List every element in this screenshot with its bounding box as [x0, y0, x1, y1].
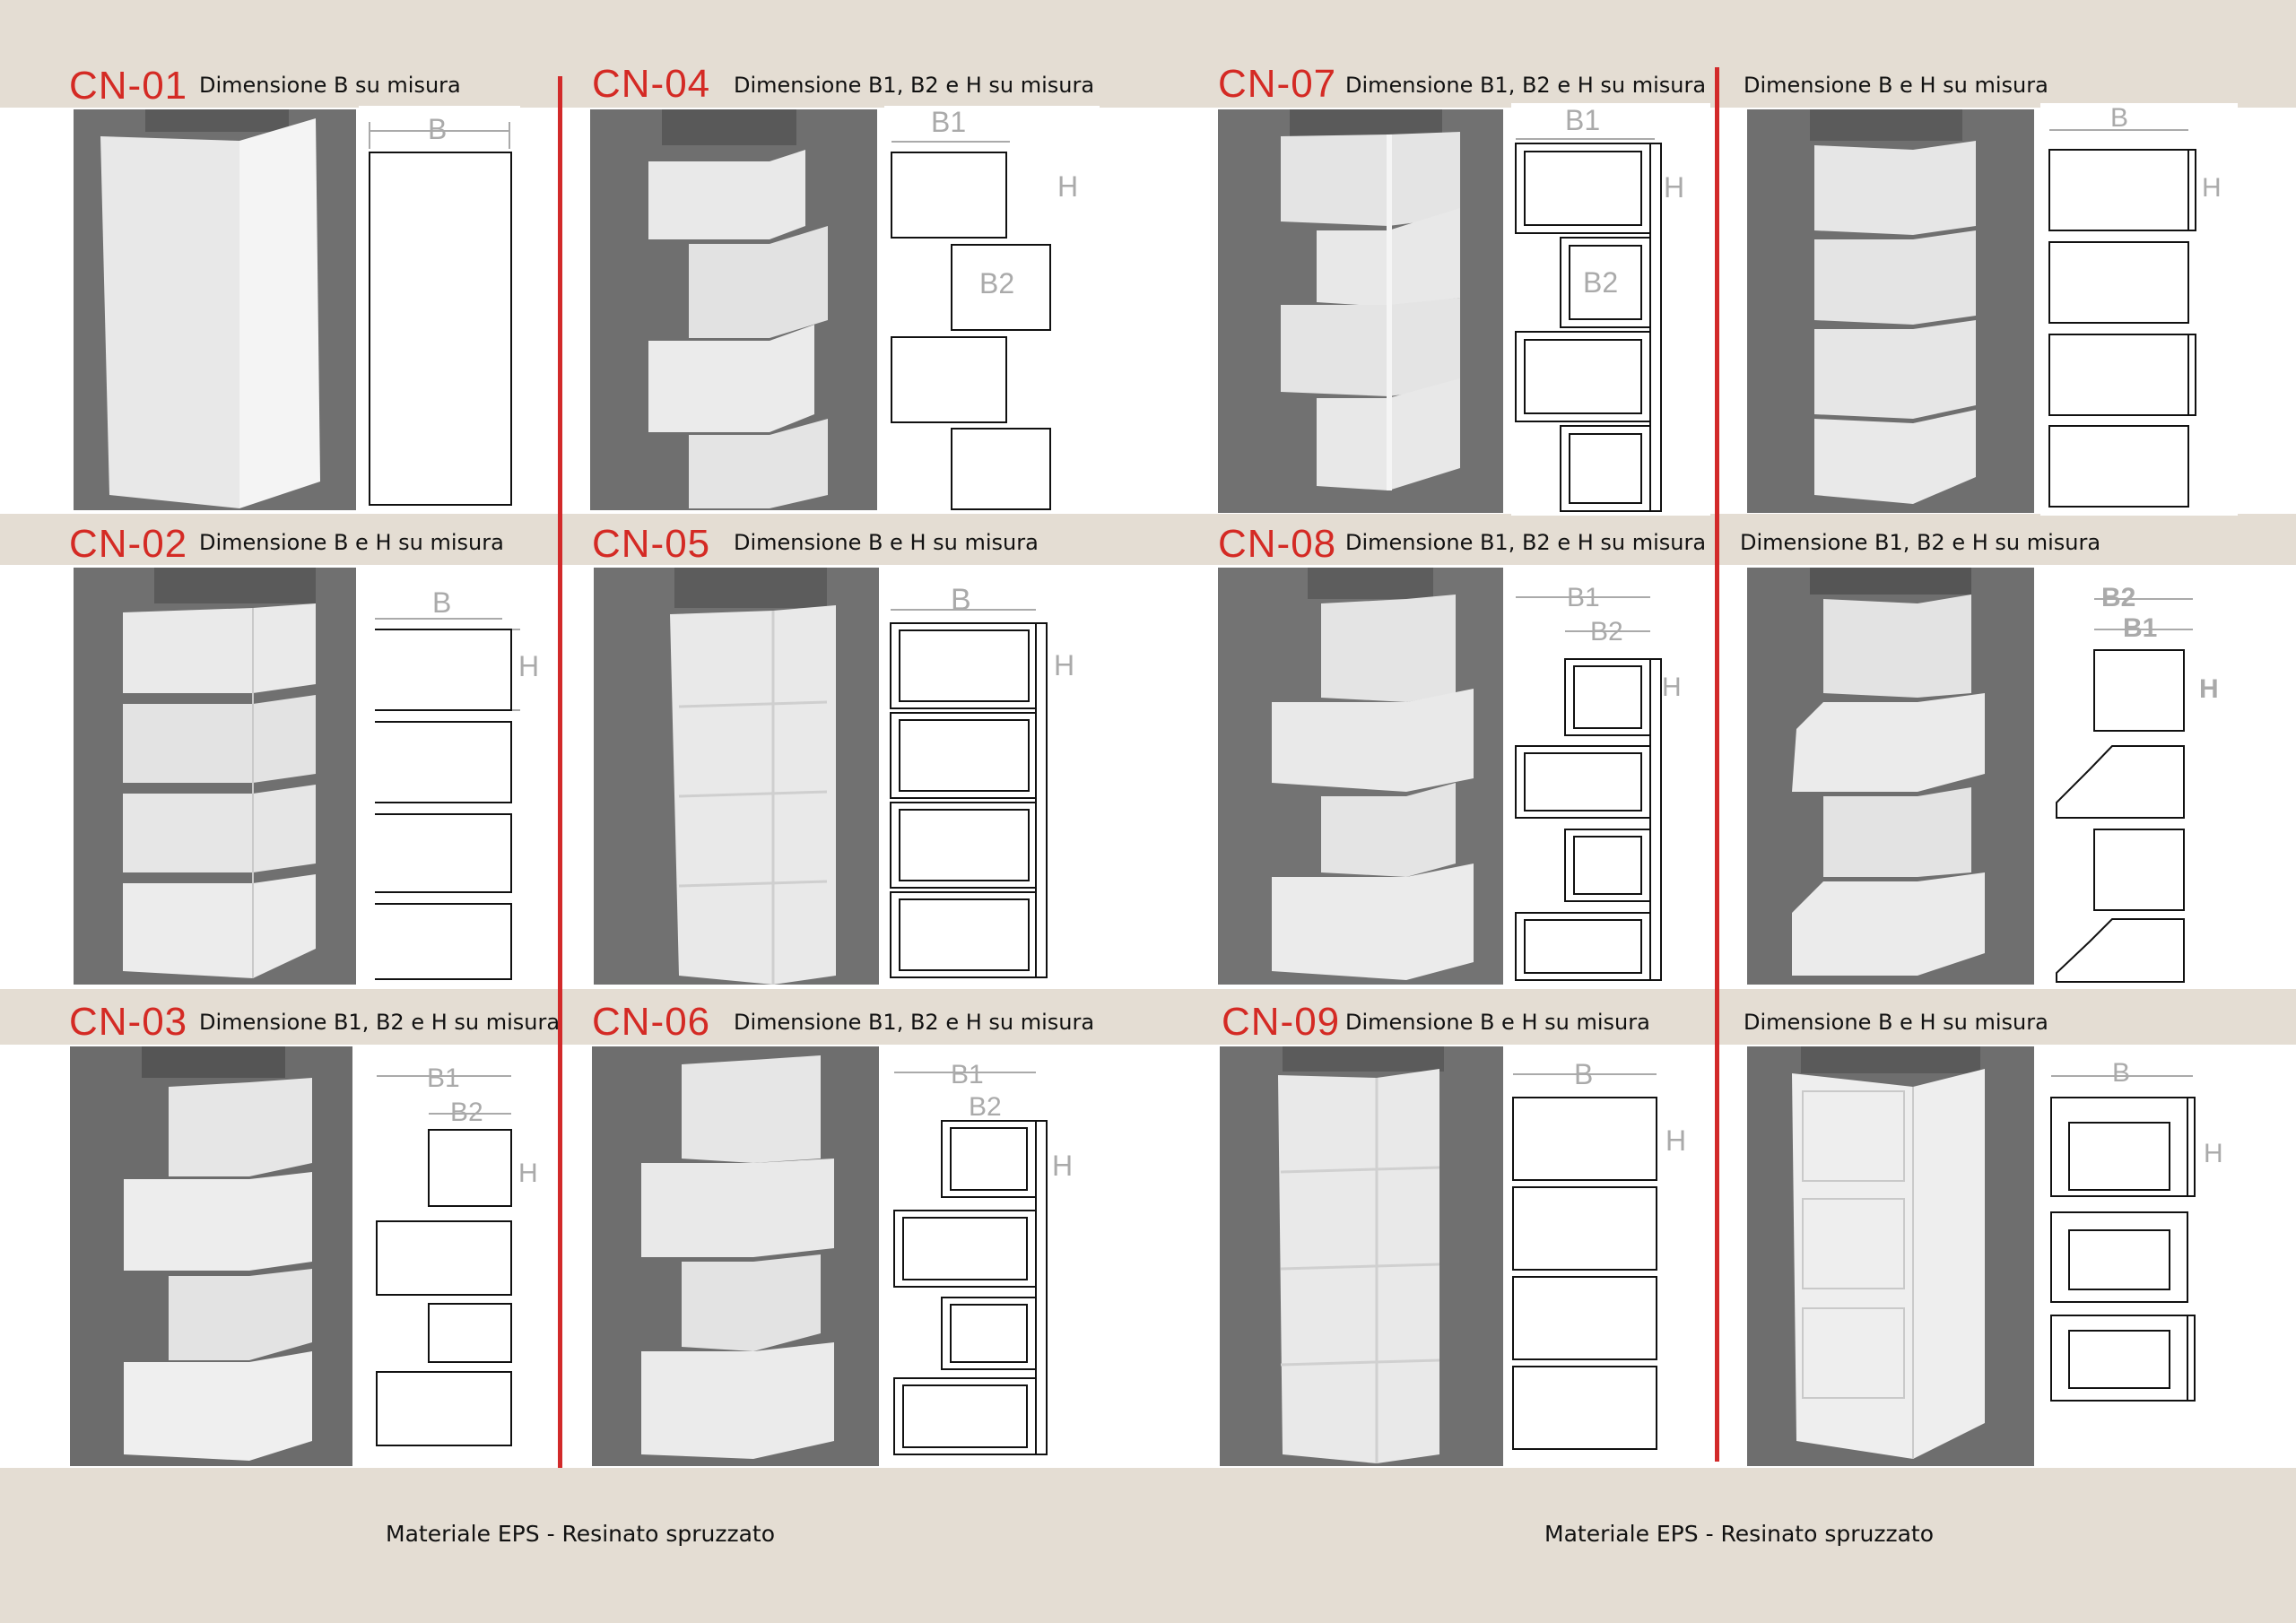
product-description: Dimensione B e H su misura [199, 530, 504, 555]
dimension-label: H [1662, 673, 1682, 702]
dimension-label: B [428, 113, 448, 145]
dimension-label: B2 [1583, 266, 1619, 299]
footer-material-right: Materiale EPS - Resinato spruzzato [1544, 1521, 1935, 1547]
divider-right [1715, 67, 1719, 1462]
product-description: Dimensione B e H su misura [1744, 73, 2048, 98]
dimension-label: H [1664, 171, 1685, 204]
product-code: CN-01 [69, 64, 188, 108]
technical-drawing-6: B H [2040, 1051, 2238, 1463]
product-description: Dimensione B1, B2 e H su misura [199, 1010, 561, 1035]
header-band-1 [0, 0, 2296, 108]
dimension-label: B [2110, 103, 2129, 133]
dimension-label: B2 [450, 1098, 483, 1127]
technical-drawing-cn04: B1 H B2 [884, 106, 1100, 514]
product-photo-cn08 [1218, 568, 1503, 985]
dimension-label: B1 [931, 106, 967, 138]
product-photo-cn06 [592, 1046, 879, 1466]
dimension-label: B [951, 583, 971, 617]
product-photo-cn05 [594, 568, 879, 985]
dimension-label: B2 [1590, 617, 1623, 647]
product-code: CN-04 [592, 62, 711, 106]
dimension-label: B [432, 586, 452, 619]
technical-drawing-cn03: B1 B2 H [359, 1051, 538, 1463]
product-description: Dimensione B1, B2 e H su misura [1740, 530, 2101, 555]
dimension-label: B1 [427, 1063, 460, 1093]
technical-drawing-5: B2 B1 H [2040, 574, 2238, 986]
product-code: CN-06 [592, 1000, 711, 1044]
technical-drawing-cn09: B H [1509, 1051, 1710, 1463]
technical-drawing-cn05: B H [883, 574, 1090, 986]
technical-drawing-cn02: B H [359, 574, 539, 986]
dimension-label: H [518, 1159, 538, 1188]
technical-drawing-cn06: B1 B2 H [883, 1051, 1090, 1463]
dimension-label: H [2204, 1139, 2223, 1168]
technical-drawing-4: B H [2040, 103, 2238, 516]
product-description: Dimensione B1, B2 e H su misura [734, 73, 1095, 98]
product-code: CN-05 [592, 522, 711, 566]
product-photo-cn01 [74, 109, 356, 510]
product-photo-5 [1747, 568, 2034, 985]
dimension-label: H [1052, 1150, 1074, 1182]
dimension-label: H [2202, 173, 2222, 203]
product-description: Dimensione B e H su misura [1744, 1010, 2048, 1035]
dimension-label: B2 [2101, 583, 2136, 612]
dimension-label: B1 [2123, 613, 2158, 643]
product-code: CN-07 [1218, 62, 1337, 106]
dimension-label: B2 [969, 1092, 1002, 1122]
footer-band [0, 1468, 2296, 1623]
dimension-label: B [2112, 1058, 2131, 1088]
dimension-label: B [1574, 1058, 1594, 1090]
footer-material-left: Materiale EPS - Resinato spruzzato [386, 1521, 776, 1547]
dimension-label: H [2199, 674, 2219, 704]
product-code: CN-02 [69, 522, 188, 566]
dimension-label: B1 [1567, 583, 1600, 612]
product-code: CN-08 [1218, 522, 1337, 566]
product-photo-cn09 [1220, 1046, 1503, 1466]
product-code: CN-09 [1222, 1000, 1341, 1044]
product-code: CN-03 [69, 1000, 188, 1044]
dimension-label: H [1665, 1124, 1687, 1157]
dimension-label: H [1054, 649, 1075, 681]
product-photo-cn04 [590, 109, 877, 510]
header-band-3 [0, 989, 2296, 1045]
product-photo-4 [1747, 109, 2034, 513]
product-description: Dimensione B su misura [199, 73, 461, 98]
product-description: Dimensione B1, B2 e H su misura [1345, 530, 1707, 555]
technical-drawing-cn08: B1 B2 H [1511, 574, 1710, 986]
divider-left [558, 76, 562, 1468]
product-photo-cn03 [70, 1046, 352, 1466]
product-photo-6 [1747, 1046, 2034, 1466]
product-photo-cn07 [1218, 109, 1503, 513]
header-band-2 [0, 514, 2296, 565]
dimension-label: B2 [979, 267, 1015, 299]
dimension-label: B1 [951, 1060, 984, 1089]
dimension-label: H [1057, 170, 1079, 203]
product-description: Dimensione B1, B2 e H su misura [734, 1010, 1095, 1035]
product-description: Dimensione B e H su misura [734, 530, 1039, 555]
product-photo-cn02 [74, 568, 356, 985]
dimension-label: B1 [1565, 104, 1601, 136]
technical-drawing-cn01: B [359, 106, 520, 511]
product-description: Dimensione B e H su misura [1345, 1010, 1650, 1035]
product-description: Dimensione B1, B2 e H su misura [1345, 73, 1707, 98]
technical-drawing-cn07: B1 H B2 [1511, 103, 1710, 516]
dimension-label: H [518, 650, 540, 682]
